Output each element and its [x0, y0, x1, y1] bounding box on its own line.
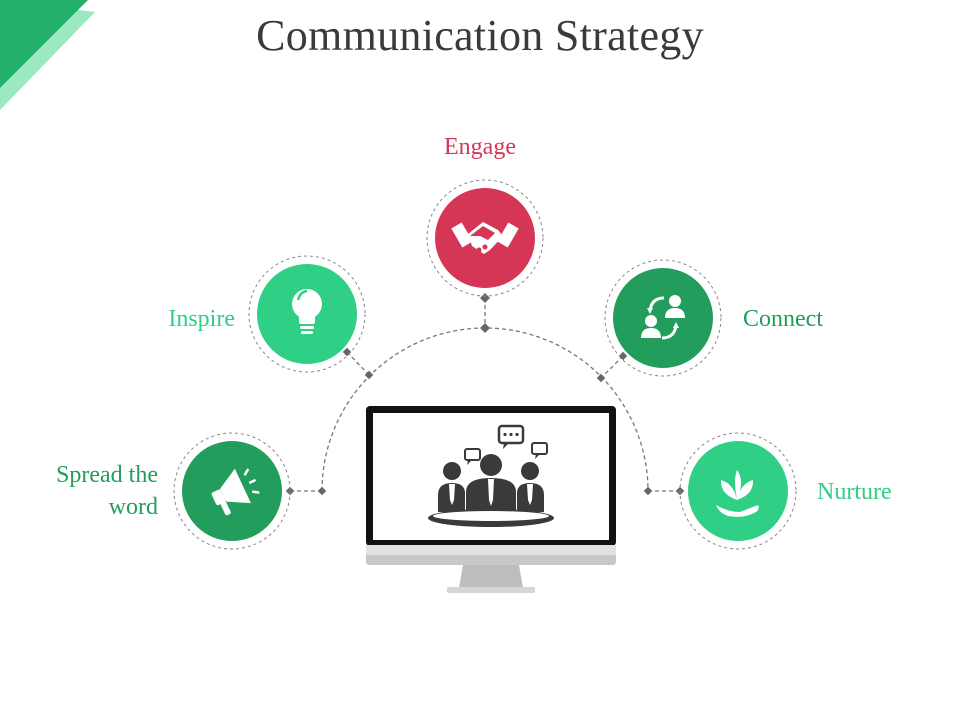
- connector-inspire: [346, 351, 370, 376]
- megaphone-icon: [211, 468, 260, 516]
- people-exchange-icon: [641, 295, 685, 340]
- node-spread: [173, 432, 291, 550]
- monitor-meeting-icon: [366, 406, 616, 593]
- node-label-engage: Engage: [444, 134, 516, 160]
- node-label-nurture: Nurture: [817, 479, 892, 505]
- node-engage: [426, 179, 544, 297]
- lightbulb-icon: [292, 289, 322, 334]
- page-title: Communication Strategy: [256, 11, 704, 60]
- plant-hand-icon: [716, 470, 759, 517]
- corner-decoration: [0, 0, 95, 110]
- node-label-spread: Spread the word: [56, 462, 158, 520]
- node-label-inspire: Inspire: [168, 306, 235, 332]
- connector-connect: [600, 355, 624, 379]
- node-connect: [604, 259, 722, 377]
- node-label-connect: Connect: [743, 306, 823, 332]
- handshake-icon: [451, 222, 519, 254]
- node-nurture: [679, 432, 797, 550]
- node-inspire: [248, 255, 366, 373]
